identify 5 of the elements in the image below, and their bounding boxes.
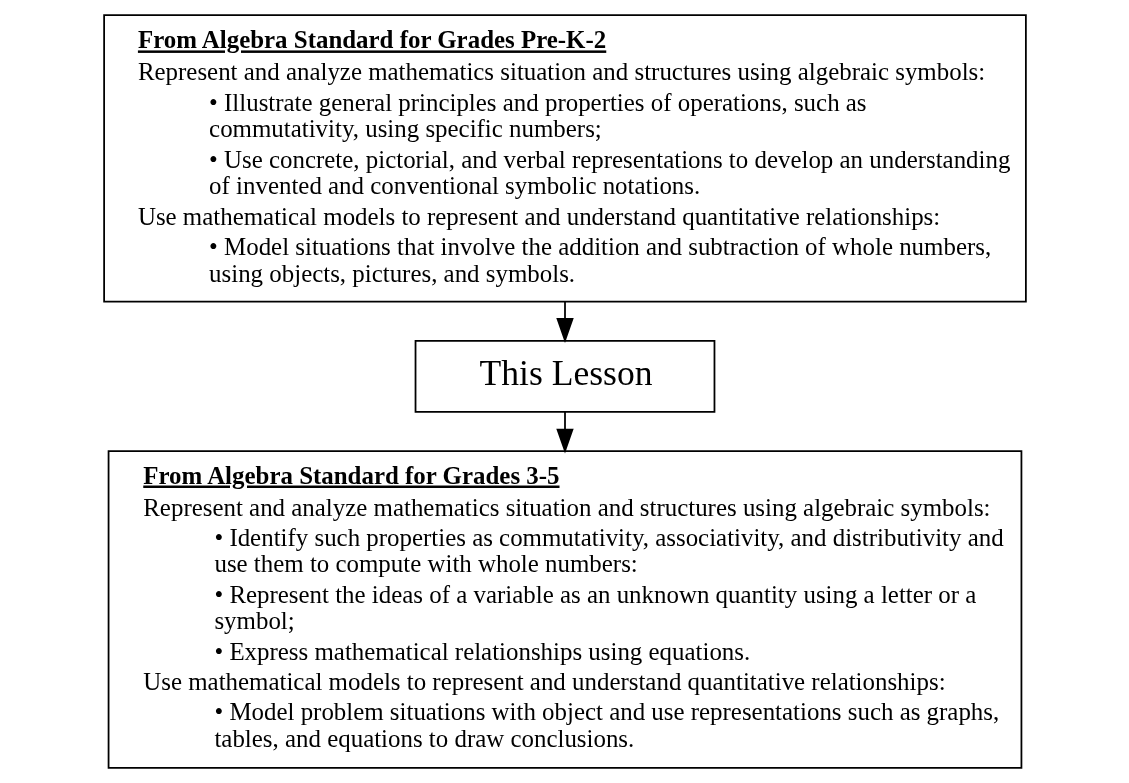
- node-box: From Algebra Standard for Grades Pre-K-2 Represent and analyze mathematics situation and structures using algebraic symbols: • Illustrate general principles and properties of operations, such as commutativity, using specific numbers; • Use concrete, pictorial, and verbal representations to develop an understanding of invented and conventional symbolic notations. Use mathematical models to represent and understand quantitative relationships: • Model situations that involve the addition and subtraction of whole numbers, using objects, pictures, and symbols.: [102, 14, 1027, 303]
- arrow: [555, 301, 574, 343]
- arrow: [555, 411, 574, 454]
- node-box: From Algebra Standard for Grades 3-5 Represent and analyze mathematics situation and structures using algebraic symbols: • Identify such properties as commutativity, associativity, and distributivity and use them to compute with whole numbers: • Represent the ideas of a variable as an unknown quantity using a letter or a symbol; • Express mathematical relationships using equations. Use mathematical models to represent and understand quantitative relationships: • Model problem situations with object and use representations such as graphs, tables, and equations to draw conclusions.: [107, 450, 1022, 769]
- node-box: This Lesson: [414, 339, 715, 413]
